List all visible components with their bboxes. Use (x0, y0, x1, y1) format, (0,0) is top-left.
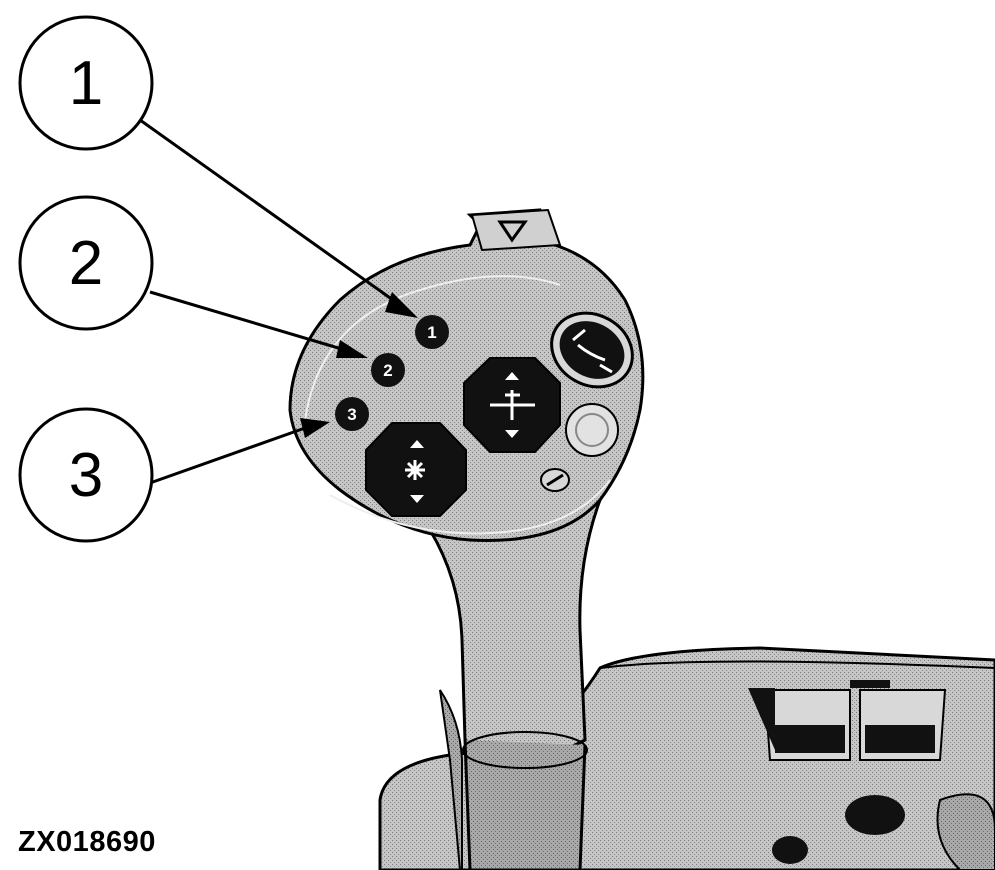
small-button[interactable] (540, 468, 570, 492)
hitch-raise-icon (572, 328, 613, 374)
hitch-icon (490, 390, 535, 420)
round-button[interactable] (565, 403, 619, 457)
hitch-control-knob[interactable] (463, 357, 561, 453)
callout-leaders (139, 118, 418, 485)
console-button-2 (772, 836, 808, 864)
preset-button-1-label: 1 (427, 323, 436, 342)
console-switch-right (850, 680, 947, 761)
callout-1-label: 1 (69, 49, 103, 118)
speed-control-knob[interactable] (365, 422, 467, 517)
figure-id: ZX018690 (18, 826, 156, 858)
triangle-icon (497, 220, 528, 243)
callout-1: 1 (18, 15, 154, 151)
asterisk-icon (405, 460, 425, 480)
callout-3-label: 3 (69, 441, 103, 510)
preset-button-3[interactable]: 3 (335, 397, 369, 431)
callout-2: 2 (18, 195, 154, 331)
joystick-stem (426, 496, 603, 870)
callout-2-label: 2 (69, 229, 103, 298)
preset-button-2-label: 2 (383, 361, 392, 380)
console-switch-left (748, 688, 851, 761)
preset-button-3-label: 3 (347, 405, 356, 424)
preset-button-1[interactable]: 1 (415, 315, 449, 349)
callout-3: 3 (18, 407, 154, 543)
joystick-head: 1 2 3 (288, 208, 646, 542)
rocker-switch[interactable] (538, 299, 646, 402)
preset-button-2[interactable]: 2 (371, 353, 405, 387)
console-button (845, 795, 905, 835)
